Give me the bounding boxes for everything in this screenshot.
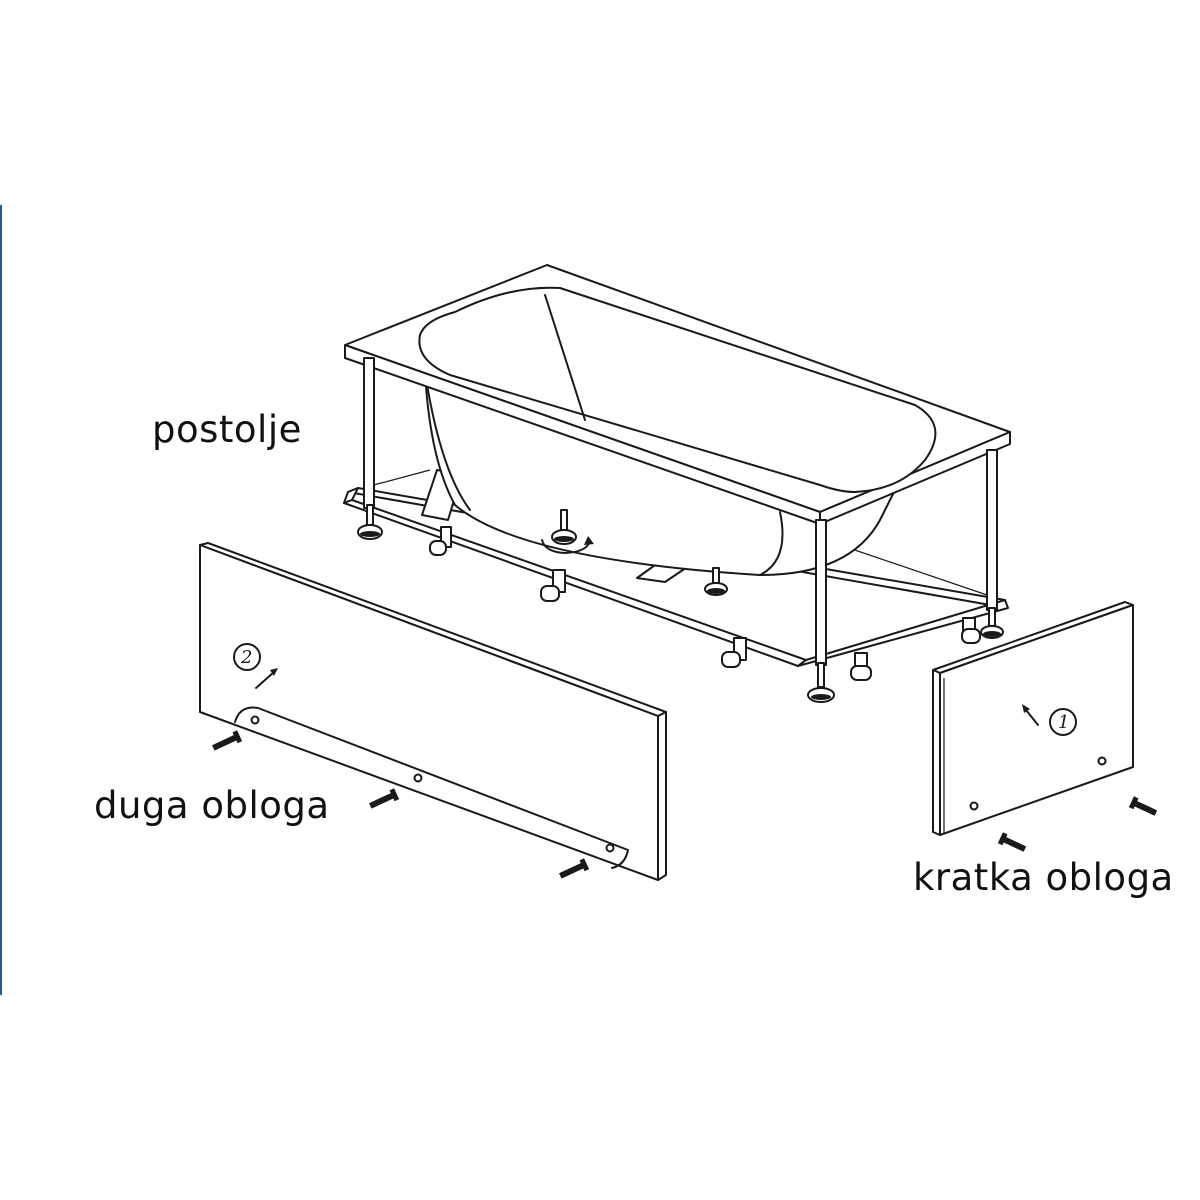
- leg-back-right: [986, 449, 998, 611]
- arrow-icon: [1025, 709, 1039, 726]
- screw-icon: [212, 730, 243, 751]
- screw-icon: [1128, 796, 1158, 816]
- short-panel-side-edge: [932, 669, 941, 836]
- bracket-1: [429, 526, 452, 556]
- tub-front-curve: [759, 511, 784, 576]
- bracket-3: [721, 637, 747, 668]
- step-badge-1: [1049, 708, 1077, 736]
- bracket-5: [961, 617, 981, 644]
- foot-3: [704, 567, 728, 596]
- frame-inner-rail: [369, 469, 431, 487]
- leg-front-left: [363, 357, 375, 509]
- screw-hole: [605, 843, 615, 853]
- foot-1: [357, 504, 383, 540]
- arrow-icon: [255, 671, 275, 689]
- foot-2: [541, 509, 594, 554]
- panel-brackets: [429, 526, 981, 681]
- step-number-2: 2: [240, 647, 252, 668]
- long-panel-side-edge: [657, 711, 667, 881]
- frame-inner-rail-right: [839, 544, 991, 597]
- basin-opening: [418, 286, 937, 493]
- long-panel-lip: [234, 706, 629, 869]
- frame-feet: [357, 504, 1004, 703]
- short-panel-face: [939, 604, 1134, 836]
- arrow-head-icon: [1022, 704, 1030, 713]
- leg-front-right: [815, 519, 827, 666]
- screw-hole: [969, 801, 979, 811]
- long-panel: 2: [199, 542, 667, 881]
- screw-hole: [413, 773, 423, 783]
- bathtub-rim: [344, 264, 1011, 525]
- screw-icon: [559, 858, 590, 879]
- foot-4: [807, 662, 835, 703]
- arrow-head-icon: [270, 668, 278, 676]
- foot-5: [980, 607, 1004, 639]
- screws: [212, 730, 1158, 879]
- screw-hole: [250, 715, 260, 725]
- screw-icon: [369, 788, 400, 809]
- frame-right-rail: [797, 599, 1009, 667]
- tub-left-curve: [424, 371, 471, 511]
- bracket-4: [850, 652, 872, 681]
- short-panel: 1: [932, 601, 1134, 836]
- basin-inner-line: [544, 294, 586, 421]
- label-frame: postolje: [152, 408, 302, 451]
- rotate-arrow-icon: [541, 539, 591, 554]
- label-short-panel: kratka obloga: [913, 856, 1174, 899]
- screw-icon: [997, 832, 1027, 852]
- label-long-panel: duga obloga: [94, 784, 330, 827]
- screw-hole: [1097, 756, 1107, 766]
- step-badge-2: [233, 643, 261, 671]
- step-number-1: 1: [1058, 712, 1069, 733]
- bracket-2: [540, 569, 566, 602]
